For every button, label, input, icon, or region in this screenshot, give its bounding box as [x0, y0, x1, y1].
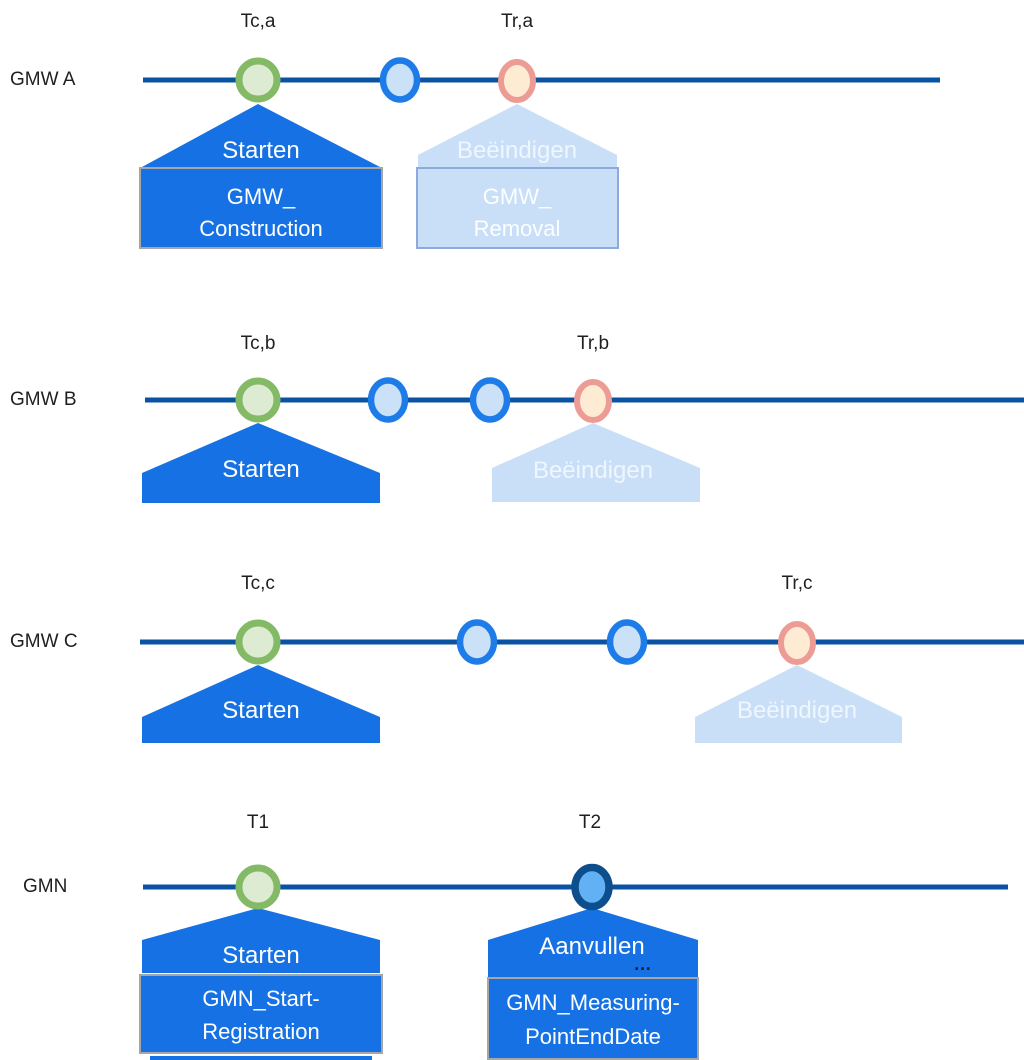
doc-gmw-a-start-line2: Construction [199, 216, 323, 241]
callout-start-gmn [142, 908, 380, 973]
doc-gmn-start-line2: Registration [202, 1019, 320, 1044]
doc-gmn-start-line1: GMN_Start- [202, 986, 320, 1011]
time-label-t1: T1 [246, 812, 270, 833]
time-label-tca: Tc,a [240, 11, 276, 32]
marker-blue2-gmw-b [469, 377, 511, 423]
row-label-gmn: GMN [23, 876, 68, 897]
action-end-gmw-c: Beëindigen [736, 697, 858, 724]
time-label-t2: T2 [578, 812, 602, 833]
action-start-gmw-a: Starten [222, 137, 300, 164]
marker-blue1-gmw-c [456, 619, 498, 665]
action-start-gmw-c: Starten [222, 697, 300, 724]
time-label-tra: Tr,a [500, 11, 534, 32]
time-label-trb: Tr,b [576, 333, 610, 354]
doc-box-measuringpointenddate [487, 977, 699, 1060]
clipped-doc-box-strip [150, 1056, 372, 1060]
row-label-gmw-b: GMW B [10, 389, 77, 410]
marker-green-gmn [235, 864, 281, 910]
marker-blue2-gmw-c [606, 619, 648, 665]
marker-green-gmw-a [235, 57, 281, 103]
doc-gmw-a-start-line1: GMW_ [226, 184, 296, 209]
callout-end-gmn [488, 908, 698, 977]
action-end-gmn: Aanvullen [539, 933, 645, 960]
marker-green-gmw-c [235, 619, 281, 665]
action-end-gmw-a: Beëindigen [456, 137, 578, 164]
doc-gmn-end-line2: PointEndDate [525, 1024, 661, 1049]
action-end-gmw-b: Beëindigen [532, 457, 654, 484]
doc-box-construction [139, 167, 383, 249]
time-label-tcb: Tc,b [240, 333, 276, 354]
doc-box-start-registration [139, 974, 383, 1054]
marker-blue1-gmw-b [367, 377, 409, 423]
row-label-gmw-a: GMW A [10, 69, 76, 90]
marker-orange-gmw-a [498, 59, 536, 103]
marker-navy-gmn [571, 863, 613, 911]
marker-green-gmw-b [235, 377, 281, 423]
time-label-trc: Tr,c [781, 573, 813, 594]
callout-end-gmw-a [418, 104, 617, 167]
marker-blue-gmw-a [379, 57, 421, 103]
doc-box-removal [416, 167, 619, 249]
time-label-tcc: Tc,c [241, 573, 275, 594]
row-label-gmw-c: GMW C [10, 631, 78, 652]
marker-orange-gmw-c [778, 621, 816, 665]
doc-gmn-end-line1: GMN_Measuring- [506, 990, 680, 1015]
marker-orange-gmw-b [574, 379, 612, 423]
more-actions-ellipsis: … [633, 954, 655, 974]
action-start-gmw-b: Starten [222, 456, 300, 483]
callout-start-gmw-b [142, 423, 380, 503]
callout-end-gmw-b [492, 423, 700, 502]
doc-gmw-a-end-line1: GMW_ [482, 184, 552, 209]
action-start-gmn: Starten [222, 942, 300, 969]
callout-start-gmw-a [142, 104, 380, 167]
doc-gmw-a-end-line2: Removal [473, 216, 561, 241]
callout-start-gmw-c [142, 665, 380, 743]
callout-end-gmw-c [695, 665, 902, 743]
